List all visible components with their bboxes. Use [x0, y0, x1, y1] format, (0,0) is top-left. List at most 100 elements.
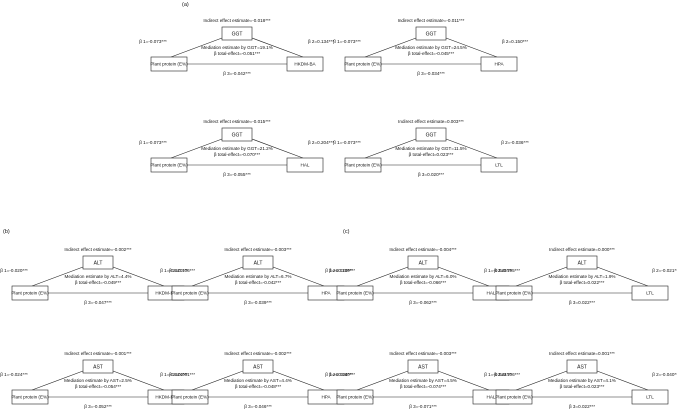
- path-b-line: [596, 266, 649, 287]
- outcome-label: HAL: [487, 395, 496, 400]
- total-effect-label: β total-effect=-0.054***: [75, 384, 122, 389]
- exposure-box: [150, 56, 188, 72]
- beta1-label: β 1=-0.020***: [325, 268, 353, 273]
- mediator-box: [242, 359, 274, 374]
- total-effect-label: β total-effect=-0.074***: [400, 384, 447, 389]
- beta2-label: β 2=0.106***: [494, 372, 520, 377]
- beta3-label: β 3=-0.034***: [417, 71, 445, 76]
- mediator-label: ALT: [254, 261, 263, 267]
- path-a-line: [191, 370, 244, 391]
- path-b-line: [251, 37, 304, 58]
- path-b-line: [251, 138, 304, 159]
- path-a-line: [515, 266, 568, 287]
- exposure-label: Plant protein (E%): [344, 62, 382, 67]
- mediation-estimate-label: Mediation estimate by AST=4.4%: [224, 378, 292, 383]
- beta1-label: β 1=-0.020***: [160, 268, 188, 273]
- outcome-label: HAL: [301, 163, 310, 168]
- indirect-effect-label: Indirect effect estimate=0.003***: [398, 119, 464, 124]
- beta1-label: β 1=-0.024***: [325, 372, 353, 377]
- beta1-label: β 1=-0.020***: [484, 268, 512, 273]
- outcome-label: HPA: [321, 395, 331, 400]
- mediator-label: ALT: [578, 261, 587, 267]
- exposure-box: [495, 389, 533, 405]
- mediator-box: [221, 26, 253, 41]
- exposure-box: [344, 56, 382, 72]
- total-effect-label: β total-effect=-0.051***: [214, 51, 261, 56]
- outcome-label: HPA: [321, 291, 331, 296]
- mediator-label: AST: [253, 365, 263, 371]
- exposure-label: Plant protein (E%): [495, 395, 533, 400]
- exposure-box: [344, 157, 382, 173]
- exposure-box: [171, 285, 209, 301]
- path-a-line: [170, 138, 223, 159]
- mediator-box: [407, 255, 439, 270]
- beta3-label: β 3=-0.046***: [244, 404, 272, 409]
- exposure-label: Plant protein (E%): [11, 291, 49, 296]
- beta2-label: β 2=0.150***: [502, 39, 528, 44]
- beta3-label: β 3=-0.055***: [223, 172, 251, 177]
- panel-label: (b): [3, 229, 10, 235]
- beta2-label: β 2=0.195***: [494, 268, 520, 273]
- total-effect-label: β total-effect=-0.045***: [408, 51, 455, 56]
- path-b-line: [112, 370, 165, 391]
- mediator-box: [415, 127, 447, 142]
- indirect-effect-label: Indirect effect estimate=0.000***: [549, 247, 615, 252]
- outcome-label: HAL: [487, 291, 496, 296]
- beta2-label: β 2=-0.036***: [501, 140, 529, 145]
- outcome-label: LTL: [646, 395, 654, 400]
- beta3-label: β 3=0.022***: [569, 404, 595, 409]
- total-effect-label: β total-effect=0.023***: [560, 384, 605, 389]
- beta1-label: β 1=-0.024***: [160, 372, 188, 377]
- total-effect-label: β total-effect=-0.070***: [214, 152, 261, 157]
- mediation-estimate-label: Mediation estimate by AST=4.1%: [548, 378, 616, 383]
- path-a-line: [31, 266, 84, 287]
- total-effect-label: β total-effect=0.022***: [560, 280, 605, 285]
- mediator-box: [415, 26, 447, 41]
- path-b-line: [272, 266, 325, 287]
- mediation-diagram-ggt-hal: Indirect effect estimate=-0.015*** GGT β 1…: [139, 119, 334, 177]
- indirect-effect-label: Indirect effect estimate=0.001***: [549, 351, 615, 356]
- path-b-line: [272, 370, 325, 391]
- mediator-box: [242, 255, 274, 270]
- exposure-label: Plant protein (E%): [150, 163, 188, 168]
- beta3-label: β 3=0.020***: [418, 172, 444, 177]
- beta1-label: β 1=-0.024***: [0, 372, 28, 377]
- exposure-label: Plant protein (E%): [344, 163, 382, 168]
- exposure-label: Plant protein (E%): [150, 62, 188, 67]
- mediator-box: [221, 127, 253, 142]
- exposure-label: Plant protein (E%): [11, 395, 49, 400]
- path-b-line: [445, 37, 498, 58]
- exposure-box: [171, 389, 209, 405]
- mediation-estimate-label: Mediation estimate by GGT=24.5%: [395, 45, 467, 50]
- beta1-label: β 1=-0.073***: [139, 140, 167, 145]
- beta3-label: β 3=-0.052***: [84, 404, 112, 409]
- indirect-effect-label: Indirect effect estimate=-0.004***: [389, 247, 456, 252]
- path-a-line: [356, 266, 409, 287]
- mediation-estimate-label: Mediation estimate by AST=2.5%: [64, 378, 132, 383]
- mediation-estimate-label: Mediation estimate by GGT=11.5%: [395, 146, 466, 151]
- path-a-line: [31, 370, 84, 391]
- mediator-label: AST: [577, 365, 587, 371]
- outcome-label: LTL: [646, 291, 654, 296]
- beta2-label: β 2=-0.021***: [652, 268, 677, 273]
- exposure-box: [11, 285, 49, 301]
- indirect-effect-label: Indirect effect estimate=-0.001***: [64, 351, 131, 356]
- beta3-label: β 3=-0.039***: [244, 300, 272, 305]
- mediation-estimate-label: Mediation estimate by ALT=1.9%: [549, 274, 616, 279]
- mediator-label: GGT: [232, 133, 243, 139]
- mediator-label: AST: [418, 365, 428, 371]
- exposure-box: [11, 389, 49, 405]
- mediator-box: [566, 255, 598, 270]
- mediation-diagram-alt-ltl: Indirect effect estimate=0.000*** ALT β 1=…: [484, 247, 677, 305]
- path-a-line: [191, 266, 244, 287]
- indirect-effect-label: Indirect effect estimate=-0.015***: [203, 119, 270, 124]
- beta3-label: β 3=-0.047***: [84, 300, 112, 305]
- total-effect-label: β total-effect=-0.048***: [235, 384, 282, 389]
- beta2-label: β 2=-0.040***: [652, 372, 677, 377]
- indirect-effect-label: Indirect effect estimate=-0.011***: [398, 18, 465, 23]
- mediation-estimate-label: Mediation estimate by GGT=21.2%: [201, 146, 273, 151]
